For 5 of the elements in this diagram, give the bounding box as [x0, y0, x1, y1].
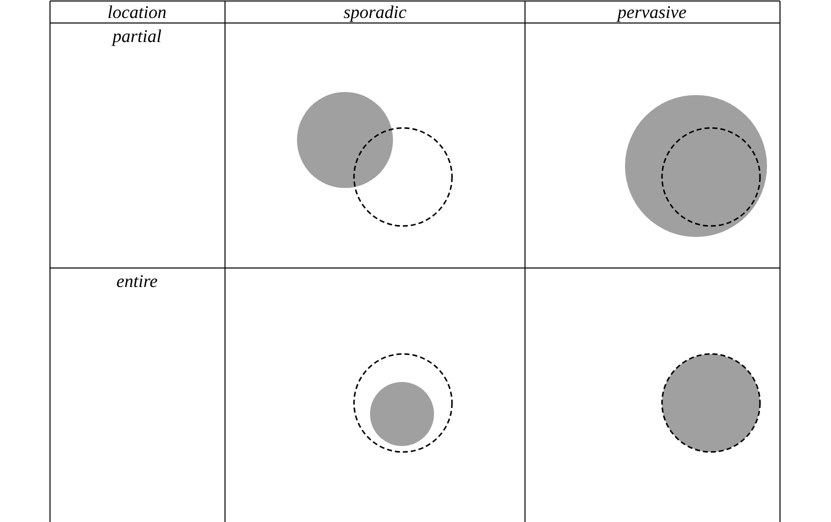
column-header: sporadic: [344, 2, 406, 22]
row-header: entire: [116, 271, 158, 291]
column-header: location: [108, 2, 166, 22]
row-header: partial: [112, 26, 162, 46]
column-header: pervasive: [618, 2, 686, 22]
